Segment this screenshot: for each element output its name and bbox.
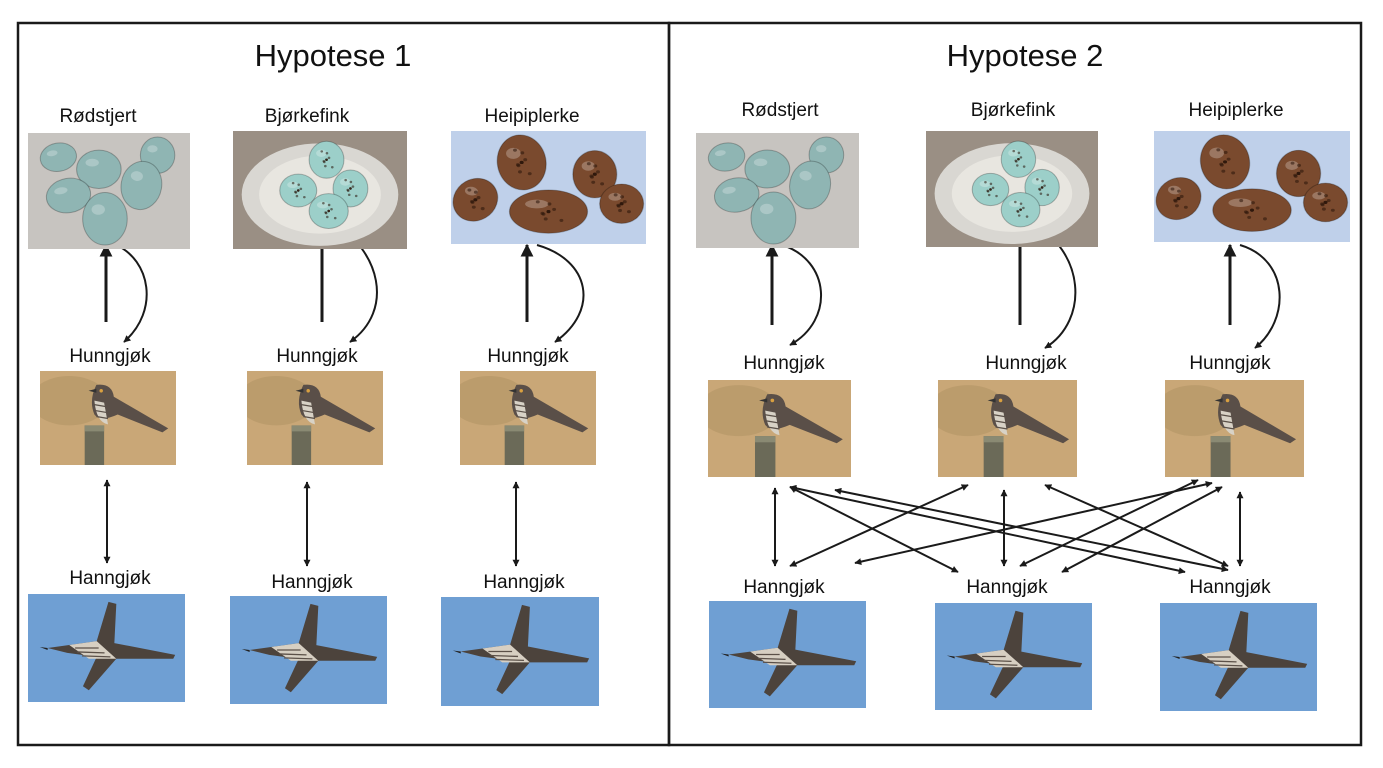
female-cuckoo-image-1c xyxy=(460,371,596,465)
arrow-cross-2-2 xyxy=(789,484,1186,575)
arrow-curve-1-0 xyxy=(115,244,148,343)
male-cuckoo-image-1c xyxy=(441,597,599,706)
arrow-cross-2-0 xyxy=(789,484,969,567)
eggs-image-heipiplerke-1 xyxy=(451,131,646,244)
female-label-2a: Hunngjøk xyxy=(743,353,825,374)
species-label-rodstjert-2: Rødstjert xyxy=(741,100,819,121)
female-cuckoo-image-2a xyxy=(708,380,851,477)
male-cuckoo-image-2c xyxy=(1160,603,1317,711)
male-cuckoo-image-2a xyxy=(709,601,866,708)
female-label-1a: Hunngjøk xyxy=(69,346,151,367)
female-cuckoo-image-1a xyxy=(40,371,176,465)
male-cuckoo-image-1b xyxy=(230,596,387,704)
eggs-image-bjorkefink-2 xyxy=(926,131,1098,247)
female-cuckoo-image-1b xyxy=(247,371,383,465)
female-label-1b: Hunngjøk xyxy=(276,346,358,367)
arrow-cross-2-4 xyxy=(854,480,1213,566)
species-label-bjorkefink-1: Bjørkefink xyxy=(264,106,350,127)
female-label-2b: Hunngjøk xyxy=(985,353,1067,374)
female-label-2c: Hunngjøk xyxy=(1189,353,1271,374)
panel-1-title: Hypotese 1 xyxy=(254,38,412,73)
male-cuckoo-image-1a xyxy=(28,594,185,702)
arrow-cross-2-7 xyxy=(1019,479,1199,567)
species-label-rodstjert-1: Rødstjert xyxy=(59,106,137,127)
male-label-1c: Hanngjøk xyxy=(483,572,565,593)
panel-border-2 xyxy=(667,21,1363,747)
species-label-heipiplerke-2: Heipiplerke xyxy=(1188,100,1284,121)
eggs-image-rodstjert-1 xyxy=(28,133,190,249)
arrow-curve-1-2 xyxy=(536,244,585,343)
eggs-image-heipiplerke-2 xyxy=(1154,131,1350,242)
male-label-1b: Hanngjøk xyxy=(271,572,353,593)
eggs-image-bjorkefink-1 xyxy=(233,131,407,249)
arrow-cross-2-5 xyxy=(1061,486,1223,573)
female-label-1c: Hunngjøk xyxy=(487,346,569,367)
eggs-image-rodstjert-2 xyxy=(696,133,859,248)
species-label-bjorkefink-2: Bjørkefink xyxy=(970,100,1056,121)
male-label-2b: Hanngjøk xyxy=(966,577,1048,598)
female-cuckoo-image-2c xyxy=(1165,380,1304,477)
arrow-cross-2-3 xyxy=(834,487,1229,573)
arrow-curve-2-2 xyxy=(1239,244,1281,349)
arrow-curve-2-0 xyxy=(781,244,823,346)
species-label-heipiplerke-1: Heipiplerke xyxy=(484,106,580,127)
female-cuckoo-image-2b xyxy=(938,380,1077,477)
male-label-2a: Hanngjøk xyxy=(743,577,825,598)
male-label-2c: Hanngjøk xyxy=(1189,577,1271,598)
male-cuckoo-image-2b xyxy=(935,603,1092,710)
male-label-1a: Hanngjøk xyxy=(69,568,151,589)
arrow-cross-2-6 xyxy=(1044,484,1229,567)
panel-2-title: Hypotese 2 xyxy=(946,38,1104,73)
